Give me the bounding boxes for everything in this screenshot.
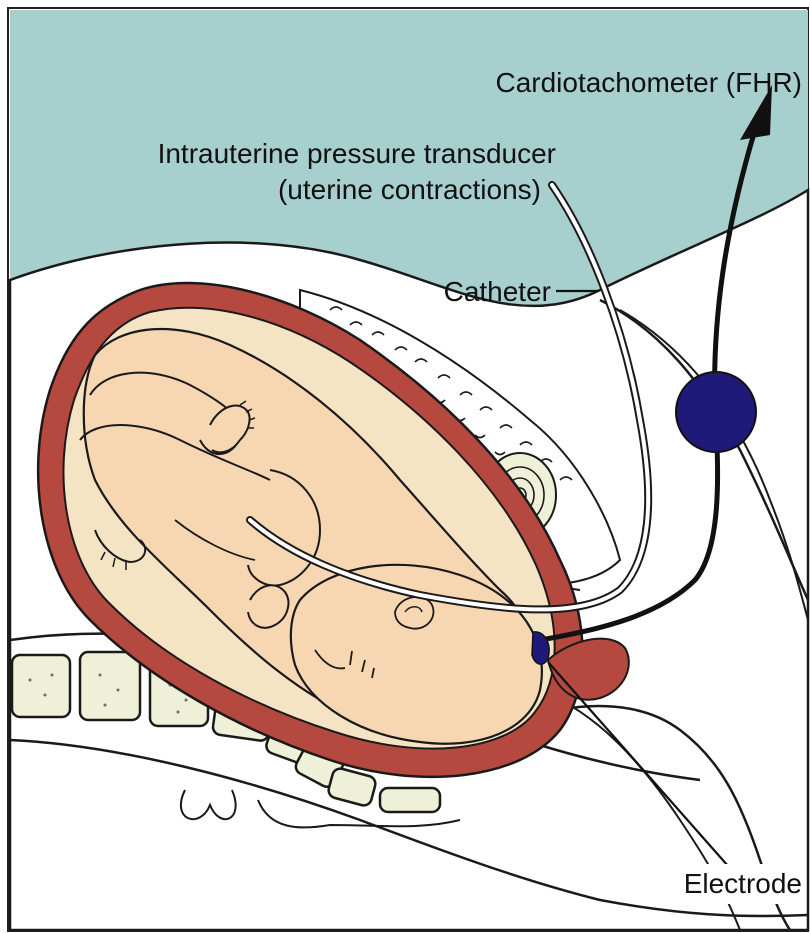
electrode-disc [676,372,756,452]
vertebra [380,788,440,812]
label-electrode: Electrode [684,868,802,899]
vertebra [12,655,70,717]
label-iupt-line1: Intrauterine pressure transducer [158,138,556,169]
label-cardiotachometer: Cardiotachometer (FHR) [495,67,802,98]
vertebra [80,652,140,720]
label-iupt-line2: (uterine contractions) [278,174,541,205]
label-catheter: Catheter [444,276,551,307]
